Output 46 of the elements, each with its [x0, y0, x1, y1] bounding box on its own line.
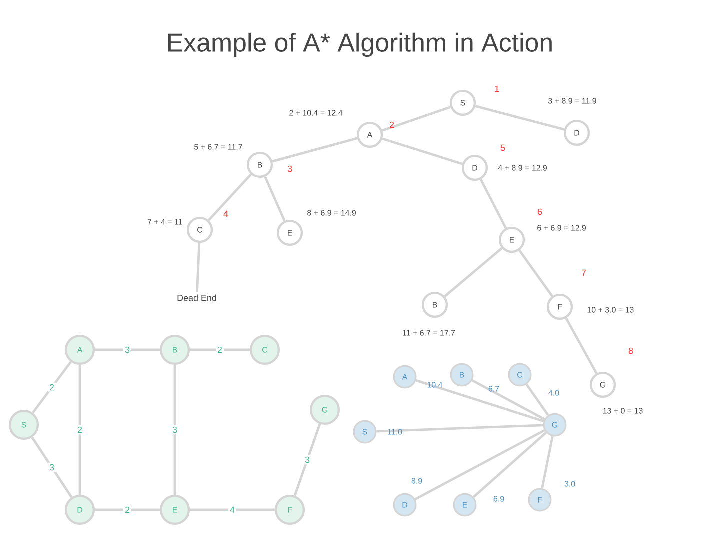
edge-label: 2 [48, 382, 56, 392]
edge-line [95, 508, 160, 512]
edge-line [174, 365, 176, 495]
edge-line [565, 318, 598, 374]
edge-label: 3 [171, 425, 179, 435]
edge-line [473, 432, 548, 498]
order-number: 2 [390, 122, 394, 128]
order-number: 5 [500, 144, 506, 152]
edge-label: 2 [76, 425, 84, 435]
edge-line [416, 379, 544, 423]
edge-line [475, 105, 565, 131]
edge-line [95, 348, 160, 352]
edge-line [480, 179, 508, 229]
edge-line [414, 429, 546, 501]
edge-line [382, 106, 452, 132]
title: Example of A* Algorithm in Action [168, 32, 552, 58]
edge-line [208, 174, 252, 222]
edge-line [444, 248, 503, 298]
edge-label: 4 [228, 505, 236, 515]
dead-end-text: Dead End [175, 292, 219, 304]
edge-line [526, 384, 550, 416]
edge-line [382, 138, 463, 166]
edge-line [264, 176, 286, 222]
order-number: 8 [628, 348, 634, 354]
edge-line [518, 250, 554, 298]
edge-label: 3 [124, 345, 132, 355]
order-number: 4 [224, 210, 228, 218]
edge-label: 2 [216, 345, 224, 355]
order-number: 1 [495, 86, 500, 92]
edge-label: 3 [304, 455, 312, 465]
edge-line [32, 361, 72, 414]
edge-line [294, 424, 322, 496]
edge-line [472, 380, 546, 420]
order-number: 6 [538, 208, 542, 216]
edge-line [31, 436, 73, 498]
edge-line [190, 508, 275, 512]
edge-line [541, 436, 554, 489]
edge-line [376, 424, 544, 433]
order-number: 7 [582, 270, 586, 276]
edge-label: 3 [48, 462, 56, 472]
edge-line [272, 137, 358, 163]
edge-label: 2 [124, 505, 132, 515]
edge-line [196, 242, 201, 293]
edge-line [78, 365, 82, 495]
edge-line [190, 348, 250, 352]
order-number: 3 [288, 166, 292, 172]
